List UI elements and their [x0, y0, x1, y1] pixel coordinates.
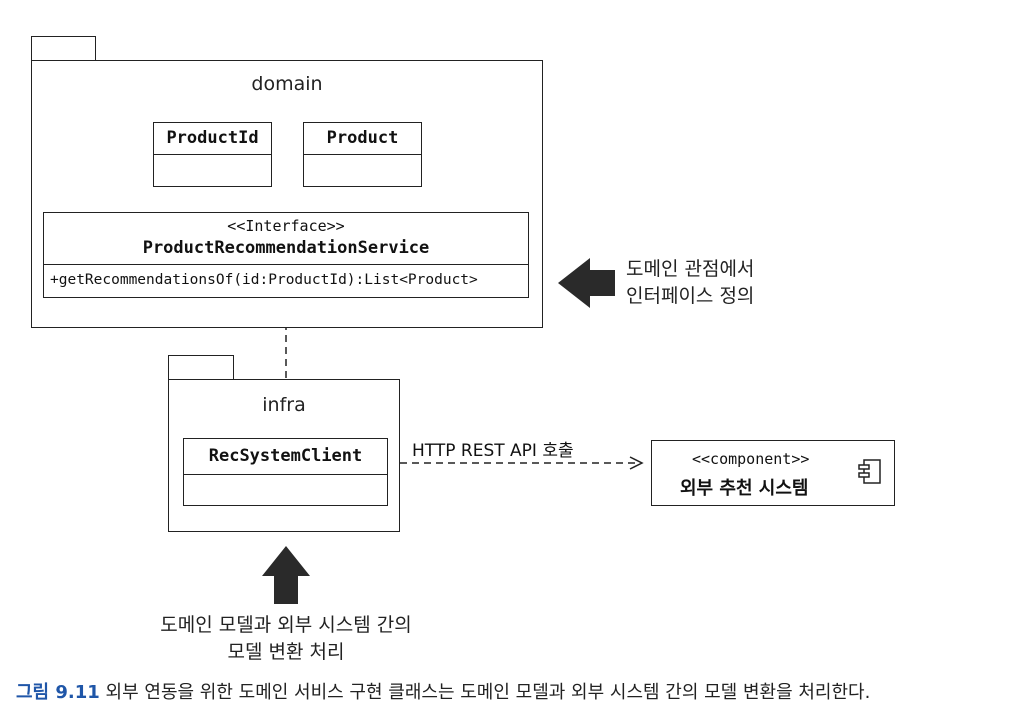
interface-note: 도메인 관점에서 인터페이스 정의 — [626, 256, 754, 310]
class-name: ProductId — [154, 123, 271, 155]
interface-name: ProductRecommendationService — [142, 238, 430, 258]
class-name: RecSystemClient — [184, 439, 387, 475]
class-recsystemclient: RecSystemClient — [183, 438, 388, 506]
client-note-line-1: 도메인 모델과 외부 시스템 간의 — [160, 614, 412, 636]
client-note: 도메인 모델과 외부 시스템 간의 모델 변환 처리 — [120, 612, 452, 666]
interface-stereotype: <<Interface>> — [227, 217, 345, 235]
component-stereotype: <<component>> — [692, 450, 810, 468]
external-component: <<component>> 외부 추천 시스템 — [651, 440, 895, 506]
class-product: Product — [303, 122, 422, 187]
figure-caption-text: 외부 연동을 위한 도메인 서비스 구현 클래스는 도메인 모델과 외부 시스템… — [105, 682, 871, 703]
figure-caption: 그림 9.11 외부 연동을 위한 도메인 서비스 구현 클래스는 도메인 모델… — [16, 678, 870, 704]
interface-note-arrow — [558, 258, 615, 308]
domain-package-tab — [31, 36, 96, 62]
class-name: Product — [304, 123, 421, 155]
client-note-arrow — [262, 546, 310, 604]
interface-product-recommendation-service: <<Interface>> ProductRecommendationServi… — [43, 212, 529, 298]
interface-note-line-2: 인터페이스 정의 — [626, 285, 755, 307]
interface-operation: +getRecommendationsOf(id:ProductId):List… — [50, 272, 478, 288]
dependency-arrowhead — [629, 456, 644, 470]
component-name: 외부 추천 시스템 — [680, 478, 809, 499]
interface-header: <<Interface>> ProductRecommendationServi… — [44, 213, 528, 265]
interface-note-line-1: 도메인 관점에서 — [626, 258, 755, 280]
figure-number: 그림 9.11 — [16, 682, 100, 703]
class-productid: ProductId — [153, 122, 272, 187]
component-icon — [858, 459, 881, 484]
client-note-line-2: 모델 변환 처리 — [227, 641, 345, 663]
infra-package-tab — [168, 355, 234, 381]
domain-package-name: domain — [251, 73, 323, 95]
dependency-label: HTTP REST API 호출 — [412, 441, 574, 461]
infra-package-name: infra — [262, 394, 306, 416]
